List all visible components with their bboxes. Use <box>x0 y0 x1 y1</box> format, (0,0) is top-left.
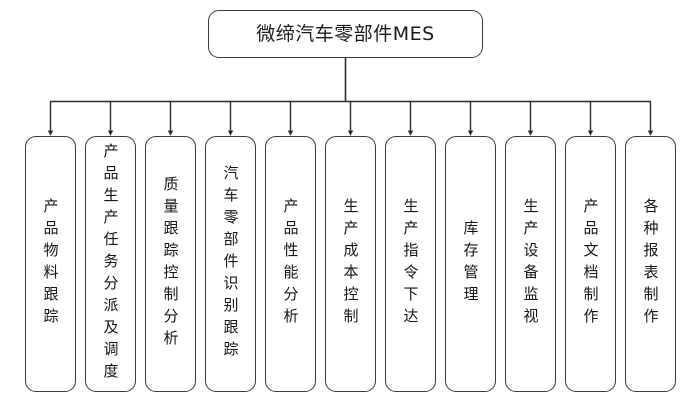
node-label: 产品文档制作 <box>581 198 600 330</box>
node-various-report-creation[interactable]: 各种报表制作 <box>625 136 676 392</box>
node-auto-parts-identification-tracking[interactable]: 汽车零部件识别跟踪 <box>205 136 256 392</box>
node-product-performance-analysis[interactable]: 产品性能分析 <box>265 136 316 392</box>
root-node[interactable]: 微缔汽车零部件MES <box>208 10 483 58</box>
node-label: 质量跟踪控制分析 <box>161 176 180 352</box>
root-node-label: 微缔汽车零部件MES <box>256 22 435 45</box>
node-production-cost-control[interactable]: 生产成本控制 <box>325 136 376 392</box>
node-production-task-dispatch-scheduling[interactable]: 产品生产任务分派及调度 <box>85 136 136 392</box>
node-label: 产品性能分析 <box>281 198 300 330</box>
node-inventory-management[interactable]: 库存管理 <box>445 136 496 392</box>
node-product-material-tracking[interactable]: 产品物料跟踪 <box>25 136 76 392</box>
node-quality-tracking-control-analysis[interactable]: 质量跟踪控制分析 <box>145 136 196 392</box>
node-label: 库存管理 <box>461 220 480 308</box>
node-label: 产品物料跟踪 <box>41 198 60 330</box>
node-label: 生产指令下达 <box>401 198 420 330</box>
node-production-equipment-monitoring[interactable]: 生产设备监视 <box>505 136 556 392</box>
node-label: 各种报表制作 <box>641 198 660 330</box>
node-label: 生产成本控制 <box>341 198 360 330</box>
node-label: 汽车零部件识别跟踪 <box>221 165 240 363</box>
node-label: 生产设备监视 <box>521 198 540 330</box>
node-production-order-release[interactable]: 生产指令下达 <box>385 136 436 392</box>
node-label: 产品生产任务分派及调度 <box>101 143 120 385</box>
node-product-document-creation[interactable]: 产品文档制作 <box>565 136 616 392</box>
